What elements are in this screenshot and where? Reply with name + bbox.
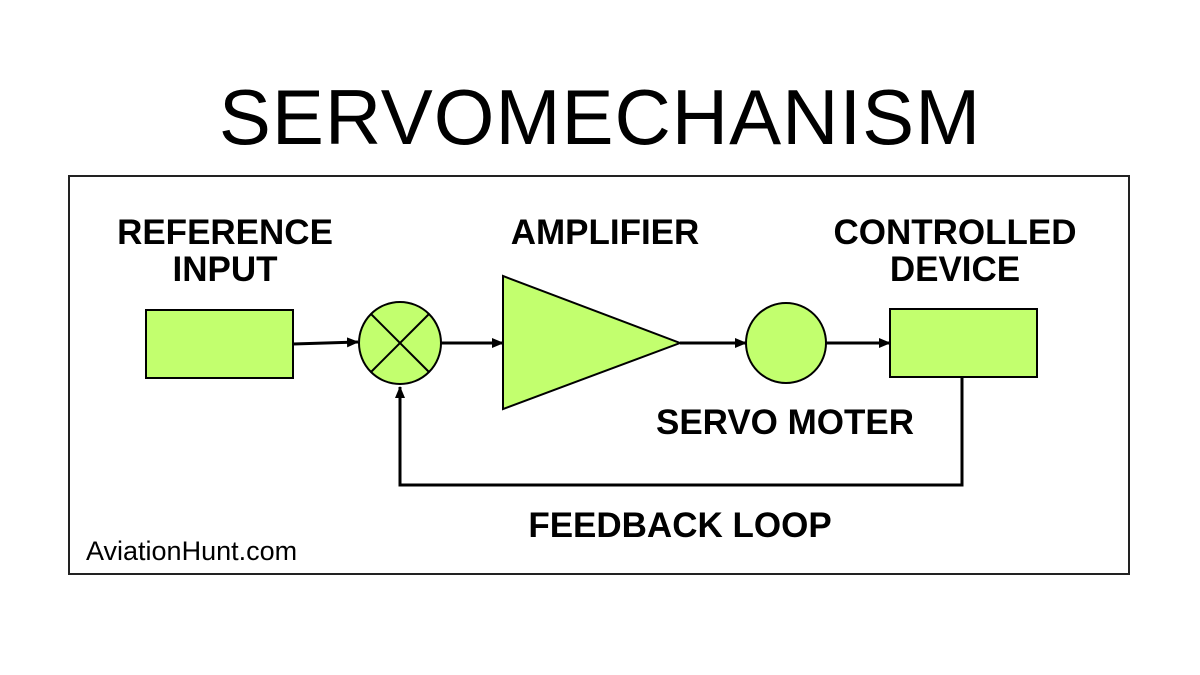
reference-input-label-line1: REFERENCE [117, 213, 333, 252]
reference-input-label: REFERENCE INPUT [105, 214, 345, 288]
amplifier-label: AMPLIFIER [510, 213, 700, 252]
controlled-device-label-line1: CONTROLLED [833, 213, 1077, 252]
watermark: AviationHunt.com [86, 536, 298, 566]
feedback-loop-path [395, 377, 964, 487]
servo-motor-circle-icon [745, 302, 827, 384]
reference-input-block [145, 309, 294, 379]
arrow-reference-to-summing [292, 337, 359, 348]
amplifier-triangle-icon [502, 274, 683, 411]
servo-motor-label: SERVO MOTER [655, 403, 914, 442]
page-title: SERVOMECHANISM [218, 73, 982, 161]
summing-junction-icon [358, 301, 442, 385]
diagram-frame [68, 175, 1130, 575]
feedback-loop-label: FEEDBACK LOOP [528, 506, 832, 545]
controlled-device-block [889, 308, 1038, 378]
controlled-device-label-line2: DEVICE [889, 250, 1021, 289]
controlled-device-label: CONTROLLED DEVICE [815, 214, 1095, 288]
reference-input-label-line2: INPUT [172, 250, 278, 289]
